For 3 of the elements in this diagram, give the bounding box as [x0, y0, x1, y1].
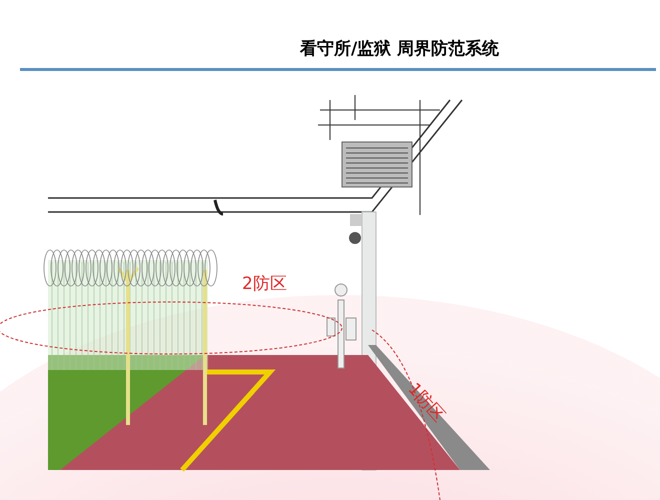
title: 看守所/监狱 周界防范系统	[300, 38, 500, 60]
zone-label: 2防区	[242, 273, 287, 295]
zone-label: 1防区	[402, 378, 450, 427]
